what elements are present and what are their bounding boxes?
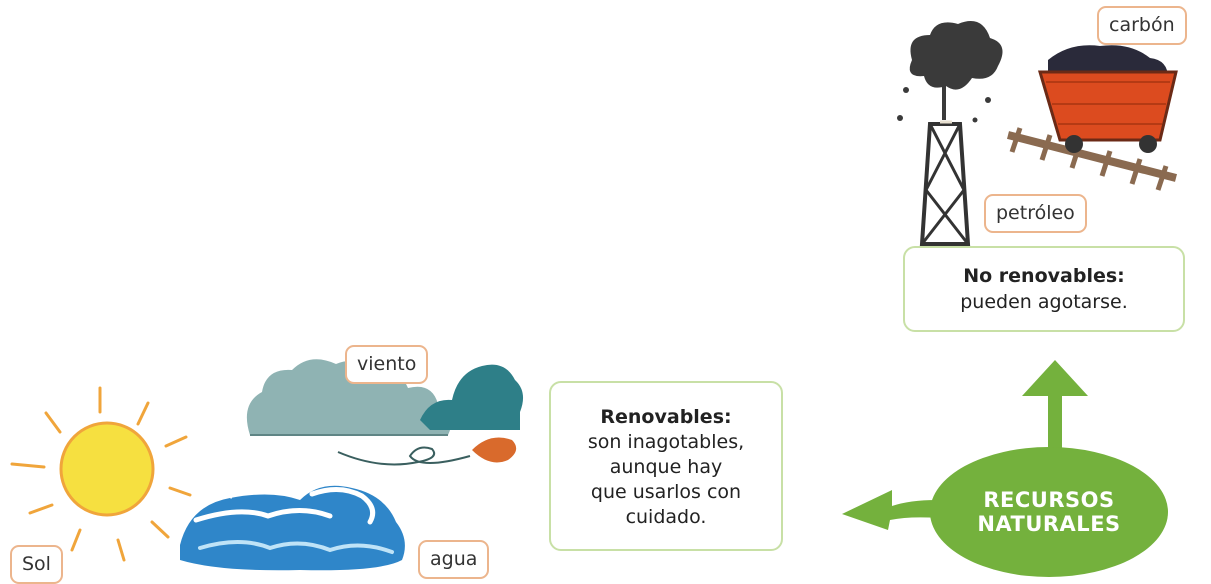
no-renovables-box: No renovables: pueden agotarse. [903, 246, 1185, 332]
label-petroleo: petróleo [984, 194, 1087, 233]
center-line-1: RECURSOS [983, 487, 1115, 512]
arrow-up [1022, 360, 1088, 450]
label-sol: Sol [10, 545, 63, 584]
label-viento: viento [345, 345, 429, 384]
center-line-2: NATURALES [977, 512, 1121, 536]
renovables-line-2: aunque hay [609, 456, 723, 479]
label-carbon: carbón [1097, 6, 1187, 45]
coal-cart-illustration [1007, 45, 1178, 191]
oil-derrick-illustration [897, 21, 1003, 246]
renovables-line-4: cuidado. [625, 506, 707, 529]
arrows [842, 360, 1088, 530]
renovables-line-1: son inagotables, [587, 431, 745, 454]
water-illustration [180, 485, 405, 571]
renovables-line-3: que usarlos con [590, 481, 742, 504]
renovables-title: Renovables: [600, 406, 732, 428]
arrow-left [842, 490, 938, 530]
renovables-box: Renovables: son inagotables, aunque hay … [549, 381, 783, 551]
label-agua: agua [418, 540, 490, 579]
no-renovables-title: No renovables: [963, 265, 1125, 287]
sun-illustration [10, 386, 192, 562]
recursos-naturales-node: RECURSOS NATURALES [930, 447, 1168, 577]
no-renovables-text: pueden agotarse. [960, 290, 1128, 313]
